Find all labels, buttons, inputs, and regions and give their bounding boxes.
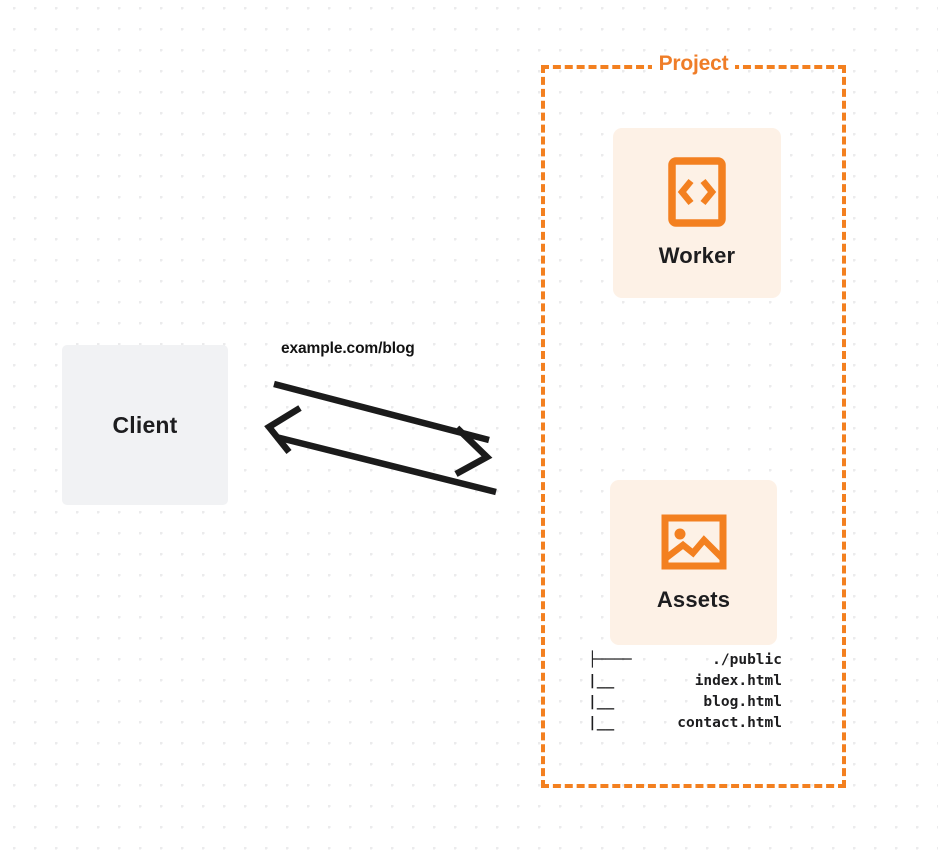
node-assets-label: Assets bbox=[656, 586, 731, 612]
node-worker[interactable]: Worker bbox=[613, 128, 781, 298]
node-client-label: Client bbox=[112, 411, 178, 438]
arrow-request-line bbox=[275, 433, 497, 496]
node-assets[interactable]: Assets bbox=[610, 480, 777, 645]
file-tree-row: |__ blog.html bbox=[588, 692, 782, 713]
image-icon bbox=[661, 514, 726, 569]
file-tree-row: ├──── ./public bbox=[588, 650, 782, 671]
code-brackets-icon bbox=[668, 157, 726, 227]
connection-label: example.com/blog bbox=[281, 340, 415, 357]
project-title: Project bbox=[541, 52, 846, 76]
arrowhead-left bbox=[264, 405, 302, 455]
tree-branch-glyph: |__ bbox=[588, 715, 615, 731]
assets-file-tree: ├──── ./public |__ index.html |__ blog.h… bbox=[588, 650, 782, 734]
tree-branch-glyph: |__ bbox=[588, 694, 615, 710]
arrow-response-line bbox=[273, 380, 490, 444]
tree-item-name: contact.html bbox=[677, 715, 782, 731]
tree-item-name: ./public bbox=[712, 652, 782, 668]
node-worker-label: Worker bbox=[658, 243, 736, 268]
file-tree-row: |__ contact.html bbox=[588, 713, 782, 734]
node-client[interactable]: Client bbox=[62, 345, 228, 505]
tree-branch-glyph: ├──── bbox=[588, 652, 632, 668]
tree-branch-glyph: |__ bbox=[588, 673, 615, 689]
arrowhead-right bbox=[454, 425, 493, 477]
project-title-text: Project bbox=[651, 52, 736, 75]
file-tree-row: |__ index.html bbox=[588, 671, 782, 692]
tree-item-name: blog.html bbox=[703, 694, 782, 710]
tree-item-name: index.html bbox=[694, 673, 782, 689]
